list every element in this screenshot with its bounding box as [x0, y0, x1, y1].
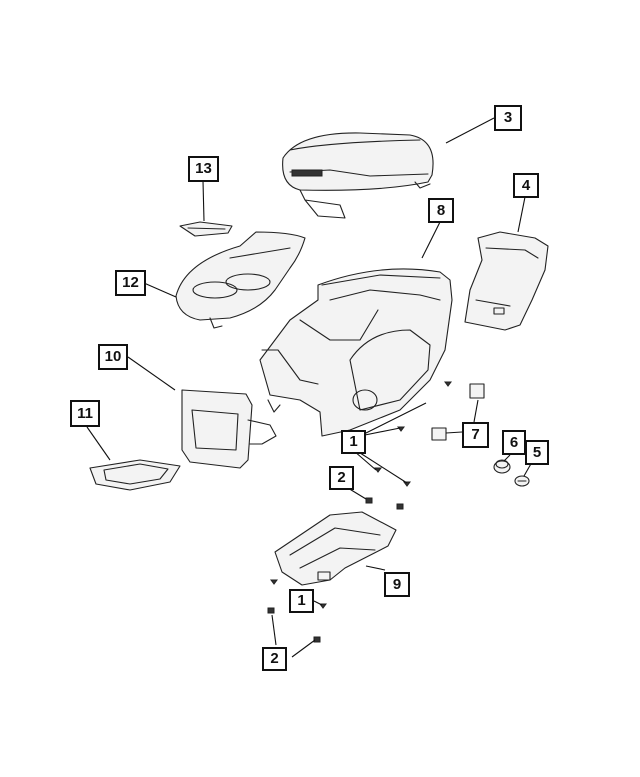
callout-5: 5 [525, 440, 549, 465]
part-console-body [259, 268, 453, 437]
part-front-bezel [181, 389, 277, 469]
callout-7: 7 [462, 422, 489, 448]
part-outlet-cap [514, 475, 530, 487]
callout-4: 4 [513, 173, 539, 198]
leader-lines [86, 117, 533, 658]
callout-1-upper: 1 [341, 430, 366, 454]
callout-1-lower: 1 [289, 589, 314, 613]
part-power-outlet [493, 459, 511, 474]
callout-3: 3 [494, 105, 522, 131]
callout-6: 6 [502, 430, 526, 455]
part-storage-tray [89, 459, 181, 491]
callout-11: 11 [70, 400, 100, 427]
part-armrest-lid [282, 132, 434, 219]
part-cupholder-bezel [175, 231, 306, 329]
callout-2-lower: 2 [262, 647, 287, 671]
callout-13: 13 [188, 156, 219, 182]
part-side-trim [464, 231, 549, 331]
part-mounting-bracket [274, 511, 397, 586]
fasteners [267, 381, 452, 643]
callout-10: 10 [98, 344, 128, 370]
callout-8: 8 [428, 198, 454, 223]
callout-2-upper: 2 [329, 466, 354, 490]
part-clip [431, 383, 485, 441]
callout-12: 12 [115, 270, 146, 296]
part-cup-insert [179, 221, 233, 237]
callout-9: 9 [384, 572, 410, 597]
